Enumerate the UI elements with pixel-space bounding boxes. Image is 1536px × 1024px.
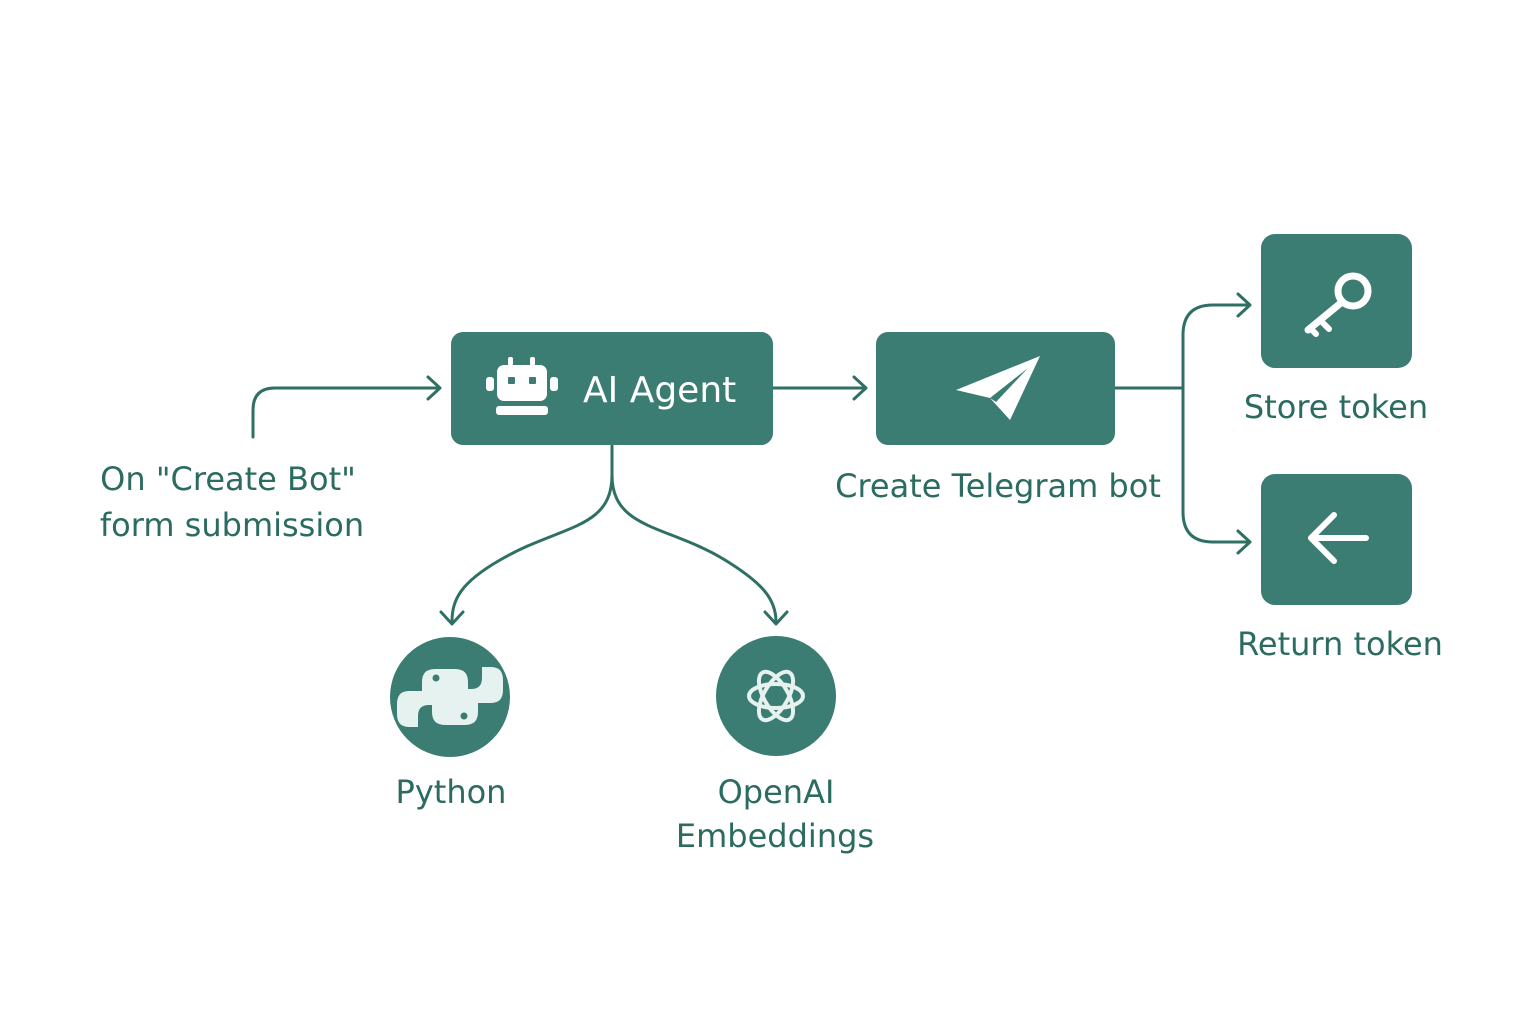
node-return-token[interactable]: Return token xyxy=(1237,474,1443,663)
openai-icon xyxy=(747,669,805,723)
arrow-left-icon xyxy=(1308,512,1369,564)
connector-trigger-to-agent xyxy=(251,386,440,439)
trigger-label-line1: On "Create Bot" xyxy=(100,460,356,498)
node-openai[interactable]: OpenAI Embeddings xyxy=(676,636,874,855)
python-icon xyxy=(397,667,503,727)
key-icon xyxy=(1304,272,1372,337)
openai-circle[interactable] xyxy=(716,636,836,756)
connector-agent-to-openai xyxy=(610,473,778,624)
arrowhead-openai-in xyxy=(763,610,789,626)
node-python[interactable]: Python xyxy=(390,637,510,811)
openai-label-line2: Embeddings xyxy=(676,817,874,855)
arrowhead-agent-in xyxy=(426,375,442,401)
connector-agent-to-python xyxy=(450,444,614,624)
connector-to-store xyxy=(1181,303,1250,390)
store-token-box[interactable] xyxy=(1261,234,1412,368)
arrowhead-telegram-in xyxy=(852,375,868,401)
node-ai-agent[interactable]: AI Agent xyxy=(451,332,773,445)
ai-agent-label: AI Agent xyxy=(583,370,736,411)
node-trigger: On "Create Bot" form submission xyxy=(100,460,364,544)
arrowhead-store-in xyxy=(1236,292,1252,318)
telegram-icon xyxy=(956,356,1040,420)
node-telegram[interactable]: Create Telegram bot xyxy=(835,332,1161,505)
connectors xyxy=(251,292,1252,626)
arrowhead-python-in xyxy=(439,610,465,626)
connector-to-return xyxy=(1181,386,1250,544)
trigger-label-line2: form submission xyxy=(100,506,364,544)
python-label: Python xyxy=(396,773,507,811)
store-token-label: Store token xyxy=(1244,388,1428,426)
robot-icon xyxy=(486,357,558,415)
telegram-label: Create Telegram bot xyxy=(835,467,1161,505)
openai-label-line1: OpenAI xyxy=(718,773,835,811)
arrowhead-return-in xyxy=(1236,529,1252,555)
return-token-label: Return token xyxy=(1237,625,1443,663)
node-store-token[interactable]: Store token xyxy=(1244,234,1428,426)
